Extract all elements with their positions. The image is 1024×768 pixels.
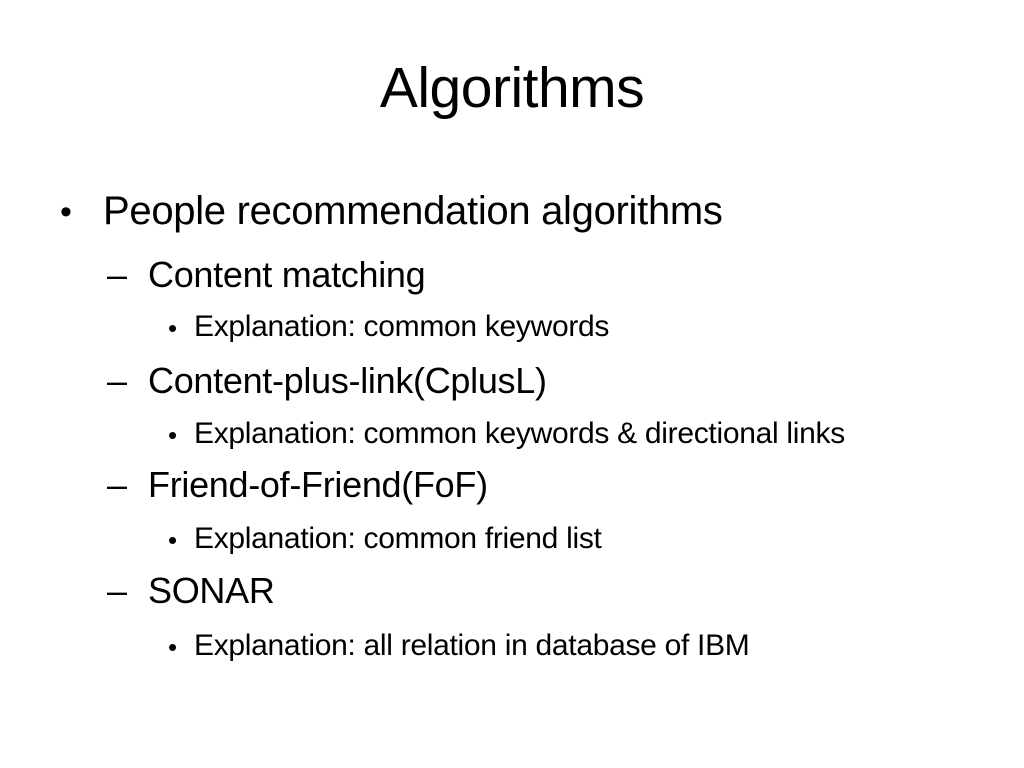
bullet-item-level2: – SONAR [107, 573, 275, 609]
slide-title: Algorithms [379, 56, 645, 120]
dash-bullet-icon: – [107, 360, 128, 401]
bullet-item-level3: • Explanation: common keywords & directi… [168, 419, 845, 449]
bullet-dot-icon: • [168, 632, 178, 662]
bullet-text: Explanation: all relation in database of… [194, 629, 750, 662]
dash-bullet-icon: – [107, 254, 128, 295]
bullet-text: Explanation: common friend list [194, 522, 602, 555]
bullet-text: Content-plus-link(CplusL) [148, 360, 547, 401]
bullet-dot-icon: • [168, 420, 178, 450]
bullet-text: Content matching [148, 254, 426, 295]
bullet-dot-icon: • [168, 525, 178, 555]
bullet-dot-icon: • [168, 313, 178, 343]
dash-bullet-icon: – [107, 570, 128, 611]
bullet-text: SONAR [148, 570, 275, 611]
bullet-dot-icon: • [60, 193, 72, 231]
bullet-item-level2: – Content matching [107, 254, 426, 295]
bullet-item-level3: • Explanation: common keywords [168, 312, 609, 342]
bullet-text: Explanation: common keywords & direction… [194, 417, 845, 450]
dash-bullet-icon: – [107, 464, 128, 505]
bullet-item-level3: • Explanation: all relation in database … [168, 629, 750, 662]
bullet-text: Explanation: common keywords [194, 310, 610, 343]
bullet-item-level1: • People recommendation algorithms [60, 191, 723, 231]
bullet-item-level3: • Explanation: common friend list [168, 524, 602, 554]
bullet-item-level2: – Friend-of-Friend(FoF) [107, 467, 488, 503]
bullet-text: Friend-of-Friend(FoF) [148, 464, 488, 505]
bullet-text: People recommendation algorithms [103, 189, 723, 233]
bullet-item-level2: – Content-plus-link(CplusL) [107, 363, 547, 399]
